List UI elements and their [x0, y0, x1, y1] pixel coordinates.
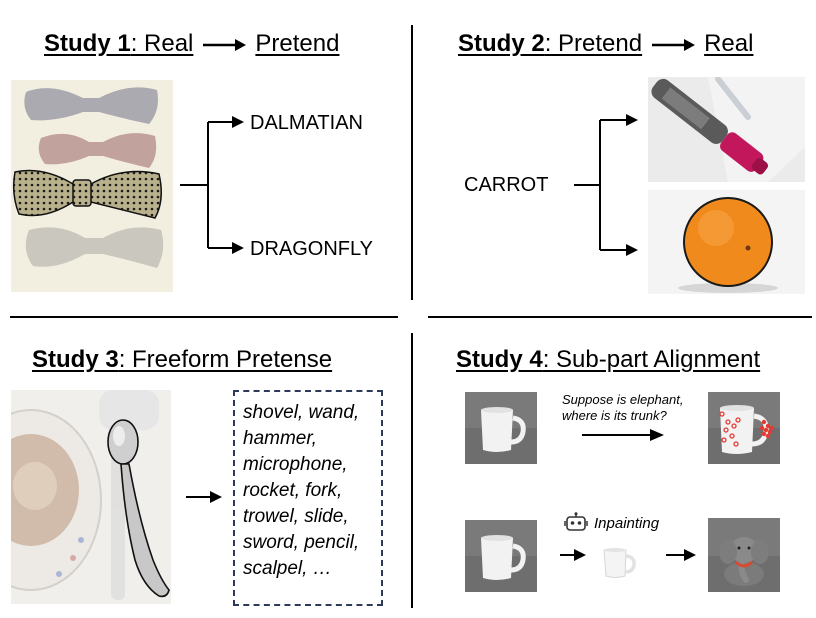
study1-option-a: DALMATIAN: [250, 112, 363, 134]
inpainted-mug-photo: [598, 542, 638, 582]
study4-arrow-1: [560, 549, 586, 561]
mug-photo: [465, 392, 537, 464]
study2-title: Study 2: Pretend Real: [458, 30, 753, 58]
inpainting-label: Inpainting: [594, 515, 660, 532]
study4-question-line2: where is its trunk?: [562, 408, 667, 423]
study1-fork-arrow: [180, 116, 244, 254]
study3-title: Study 3: Freeform Pretense: [32, 346, 332, 374]
pretense-list-item: scalpel, …: [243, 558, 332, 579]
mug-photo-2: [465, 520, 537, 592]
pretense-list: shovel, wand, hammer, microphone, rocket, f…: [243, 400, 375, 582]
study1-title-rest: : Real: [130, 30, 194, 57]
robot-icon: [564, 512, 588, 531]
study2-title-rest: : Pretend: [544, 30, 643, 57]
pretense-list-item: shovel, wand,: [243, 402, 360, 423]
orange-photo: [648, 190, 805, 294]
study2-title-bold: Study 2: [458, 30, 545, 57]
study4-title-rest: : Sub-part Alignment: [542, 346, 761, 373]
study4-long-arrow: [582, 429, 664, 441]
pretense-list-item: microphone,: [243, 454, 348, 475]
study3-title-rest: : Freeform Pretense: [118, 346, 333, 373]
pretense-list-item: sword, pencil,: [243, 532, 360, 553]
bowtie-photo: [11, 80, 173, 292]
spoon-photo: [11, 390, 171, 604]
study2-concept: CARROT: [464, 174, 549, 196]
study3-arrow: [186, 491, 222, 503]
study4-title-bold: Study 4: [456, 346, 543, 373]
right-arrow-icon: [203, 38, 247, 51]
study1-title-end: Pretend: [255, 30, 340, 57]
mug-with-points-photo: [708, 392, 780, 464]
study1-title: Study 1: Real Pretend: [44, 30, 339, 58]
study1-title-bold: Study 1: [44, 30, 131, 57]
marker-photo: [648, 77, 805, 182]
study3-title-bold: Study 3: [32, 346, 119, 373]
study2-title-end: Real: [704, 30, 754, 57]
pretense-list-item: hammer,: [243, 428, 317, 449]
study1-option-b: DRAGONFLY: [250, 238, 373, 260]
elephant-photo: [708, 518, 780, 592]
study4-title: Study 4: Sub-part Alignment: [456, 346, 760, 374]
pretense-list-item: rocket, fork,: [243, 480, 343, 501]
study4-arrow-2: [666, 549, 696, 561]
study4-question: Suppose is elephant, where is its trunk?: [562, 392, 683, 424]
study2-fork-arrow: [574, 114, 638, 256]
right-arrow-icon: [652, 38, 696, 51]
pretense-list-box: shovel, wand, hammer, microphone, rocket, f…: [233, 390, 383, 606]
study4-question-line1: Suppose is elephant,: [562, 392, 684, 407]
pretense-list-item: trowel, slide,: [243, 506, 349, 527]
